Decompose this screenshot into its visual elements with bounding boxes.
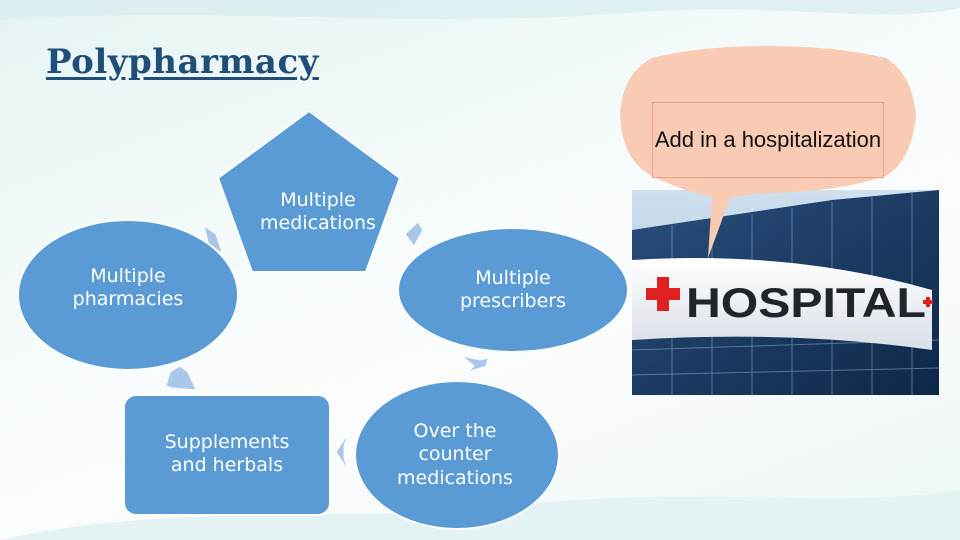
arrow-pharmacies-to-medications (203, 224, 223, 253)
node-shape-multiple-medications (216, 109, 402, 273)
node-shape-supplements (123, 394, 331, 516)
node-label-multiple-prescribers: Multiple prescribers (459, 266, 567, 312)
arrow-supplements-to-pharmacies (165, 365, 197, 391)
node-label-multiple-pharmacies: Multiple pharmacies (72, 264, 184, 310)
slide-title: Polypharmacy (46, 42, 319, 82)
arrow-otc-to-supplements (335, 433, 349, 471)
node-shape-over-the-counter (354, 380, 560, 530)
node-label-supplements: Supplements and herbals (164, 430, 290, 476)
arrow-medications-to-prescribers (404, 221, 424, 247)
cycle-arrows (165, 221, 489, 471)
hospital-photo: HOSPITAL (632, 190, 939, 395)
node-label-multiple-medications: Multiple medications (260, 188, 376, 234)
hospital-cross-icon (646, 277, 680, 311)
node-label-over-the-counter: Over the counter medications (397, 420, 513, 489)
callout-text: Add in a hospitalization (652, 102, 884, 178)
hospital-sign-text: HOSPITAL (686, 279, 926, 326)
arrow-prescribers-to-otc (461, 355, 489, 373)
node-shape-multiple-prescribers (397, 227, 629, 353)
callout-shape (620, 46, 916, 258)
node-shape-multiple-pharmacies (17, 219, 239, 371)
